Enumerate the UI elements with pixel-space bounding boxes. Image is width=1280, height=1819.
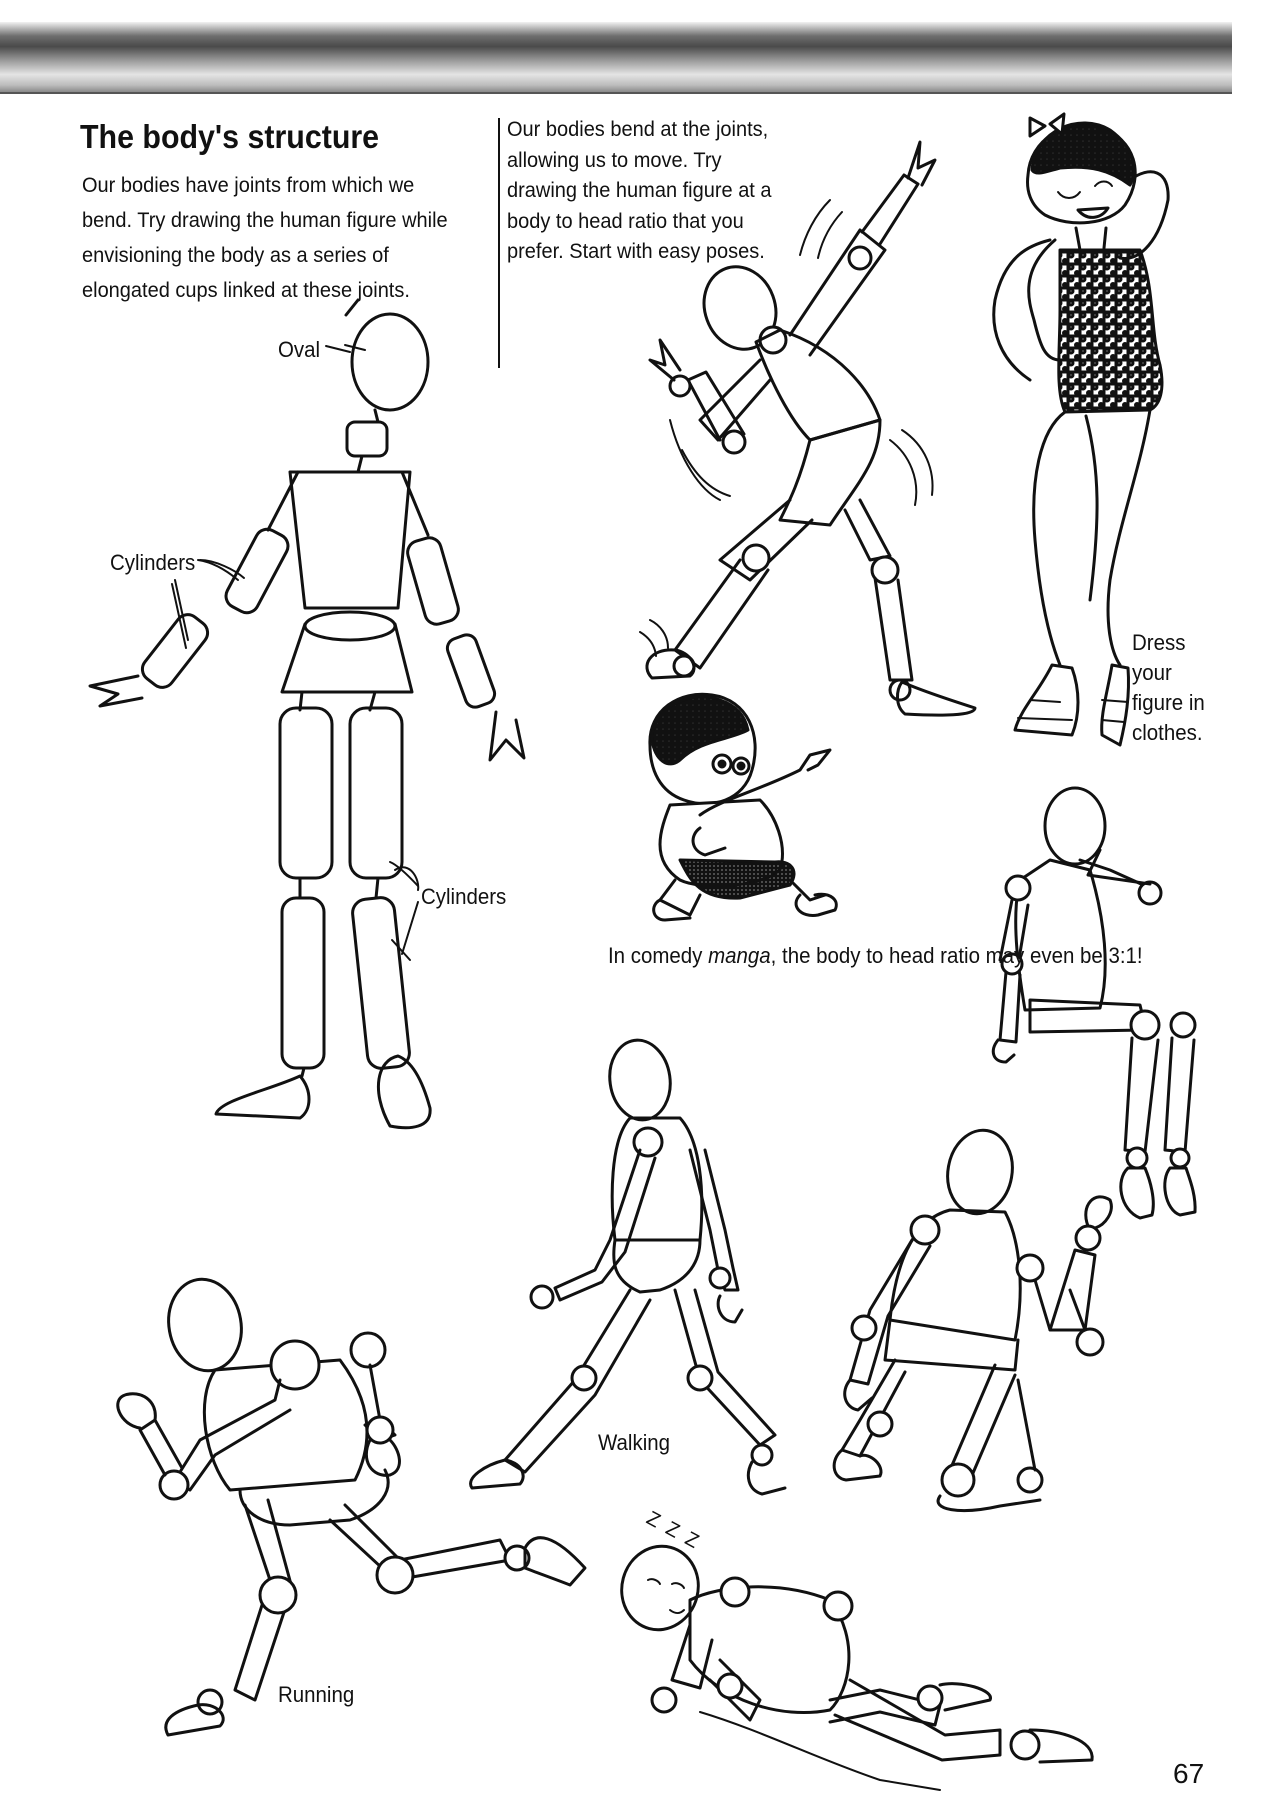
intro-paragraph: Our bodies have joints from which we ben… [82, 173, 448, 302]
column-divider [498, 118, 500, 368]
label-cylinders-leg: Cylinders [421, 884, 507, 909]
running-figure [116, 1277, 587, 1737]
label-pointers [171, 345, 419, 955]
walking-figure [469, 1038, 787, 1496]
kneeling-figure [832, 1128, 1113, 1512]
dress-caption: Dress your figure in clothes. [1132, 630, 1205, 745]
header-band [0, 22, 1232, 94]
label-oval: Oval [278, 337, 321, 362]
label-cylinders-arm: Cylinders [110, 550, 196, 575]
seated-figure [991, 786, 1197, 1220]
comedy-chibi-figure [648, 692, 838, 922]
stretching-figure [639, 140, 977, 717]
label-running: Running [278, 1682, 355, 1707]
joints-paragraph: Our bodies bend at the joints, allowing … [507, 117, 772, 263]
label-walking: Walking [598, 1430, 671, 1455]
comedy-caption: In comedy manga, the body to head ratio … [608, 943, 1143, 968]
page-title: The body's structure [80, 118, 380, 155]
sleeping-figure [620, 1544, 1094, 1791]
mannequin-figure [88, 298, 526, 1130]
dressed-woman-figure [992, 112, 1170, 747]
page-number: 67 [1173, 1758, 1205, 1789]
